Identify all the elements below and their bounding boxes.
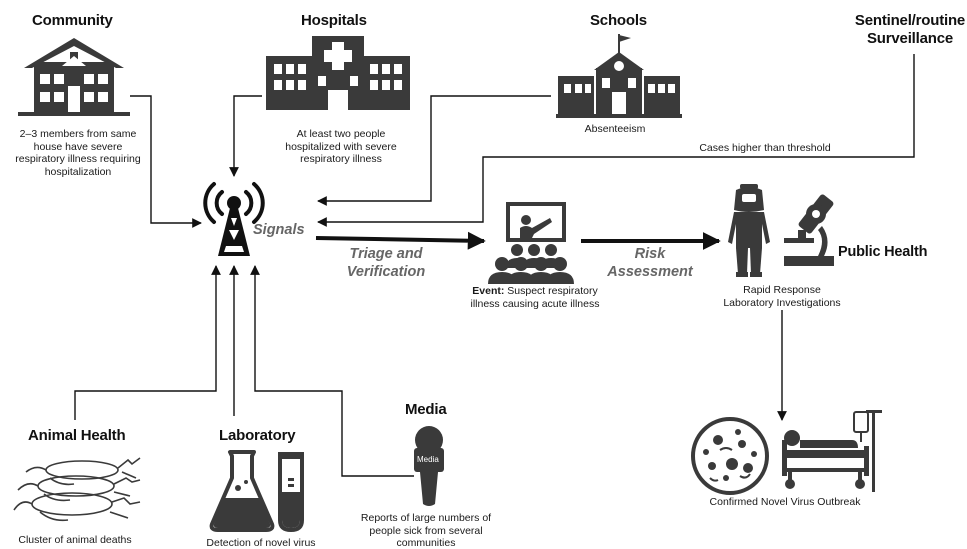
- sentinel-description: Cases higher than threshold: [699, 142, 831, 154]
- media-description: Reports of large numbers of people sick …: [360, 512, 492, 549]
- laboratory-title: Laboratory: [219, 427, 296, 444]
- lab-flasks-icon: [209, 450, 304, 532]
- public-health-line1: Rapid Response: [743, 284, 821, 296]
- school-icon: [556, 34, 682, 118]
- dead-birds-icon: [13, 457, 141, 522]
- event-label-rest: Suspect respiratory: [504, 285, 598, 297]
- hospitals-connector: [229, 95, 262, 177]
- risk-line2: Assessment: [607, 264, 693, 280]
- hospital-icon: [266, 36, 410, 110]
- schools-title: Schools: [590, 12, 647, 29]
- media-title: Media: [405, 401, 447, 418]
- event-description: Event: Suspect respiratory illness causi…: [460, 285, 610, 310]
- public-health-description: Rapid Response Laboratory Investigations: [712, 284, 852, 309]
- hazmat-suit-icon: [728, 184, 770, 277]
- hospital-bed-icon: [782, 410, 882, 492]
- sentinel-connector: [317, 54, 915, 227]
- signals-label: Signals: [253, 222, 305, 238]
- triage-line1: Triage and: [349, 246, 423, 262]
- schools-description: Absenteeism: [584, 123, 646, 135]
- virus-petri-icon: [691, 417, 769, 495]
- sentinel-title-line1: Sentinel/routine: [854, 12, 966, 29]
- microscope-icon: [784, 194, 834, 266]
- animal-connector: [74, 265, 221, 420]
- community-title: Community: [32, 12, 113, 29]
- animal-health-title: Animal Health: [28, 427, 126, 444]
- risk-line1: Risk: [634, 246, 666, 262]
- event-line2: illness causing acute illness: [470, 297, 600, 310]
- antenna-icon: [203, 182, 265, 256]
- risk-label: Risk Assessment: [604, 245, 696, 281]
- triage-label: Triage and Verification: [340, 245, 432, 281]
- public-health-line2: Laboratory Investigations: [723, 296, 841, 309]
- audience-presenter-icon: [488, 202, 574, 284]
- community-description: 2–3 members from same house have severe …: [15, 128, 141, 178]
- microphone-icon: Media: [404, 424, 454, 508]
- hospitals-title: Hospitals: [301, 12, 367, 29]
- triage-line2: Verification: [346, 264, 426, 280]
- schools-connector: [317, 95, 551, 206]
- triage-arrow: [315, 231, 486, 250]
- sentinel-title-line2: Surveillance: [867, 30, 953, 47]
- house-icon: [18, 38, 130, 116]
- microphone-label: Media: [417, 455, 439, 464]
- media-connector: [250, 265, 414, 477]
- hospitals-description: At least two people hospitalized with se…: [285, 128, 397, 165]
- community-connector: [130, 95, 202, 228]
- laboratory-description: Detection of novel virus: [206, 537, 316, 549]
- animal-health-description: Cluster of animal deaths: [18, 534, 132, 546]
- public-health-title: Public Health: [838, 244, 928, 260]
- sentinel-title: Sentinel/routine Surveillance: [854, 12, 966, 48]
- event-label-bold: Event:: [472, 285, 505, 297]
- outbreak-label: Confirmed Novel Virus Outbreak: [709, 496, 861, 508]
